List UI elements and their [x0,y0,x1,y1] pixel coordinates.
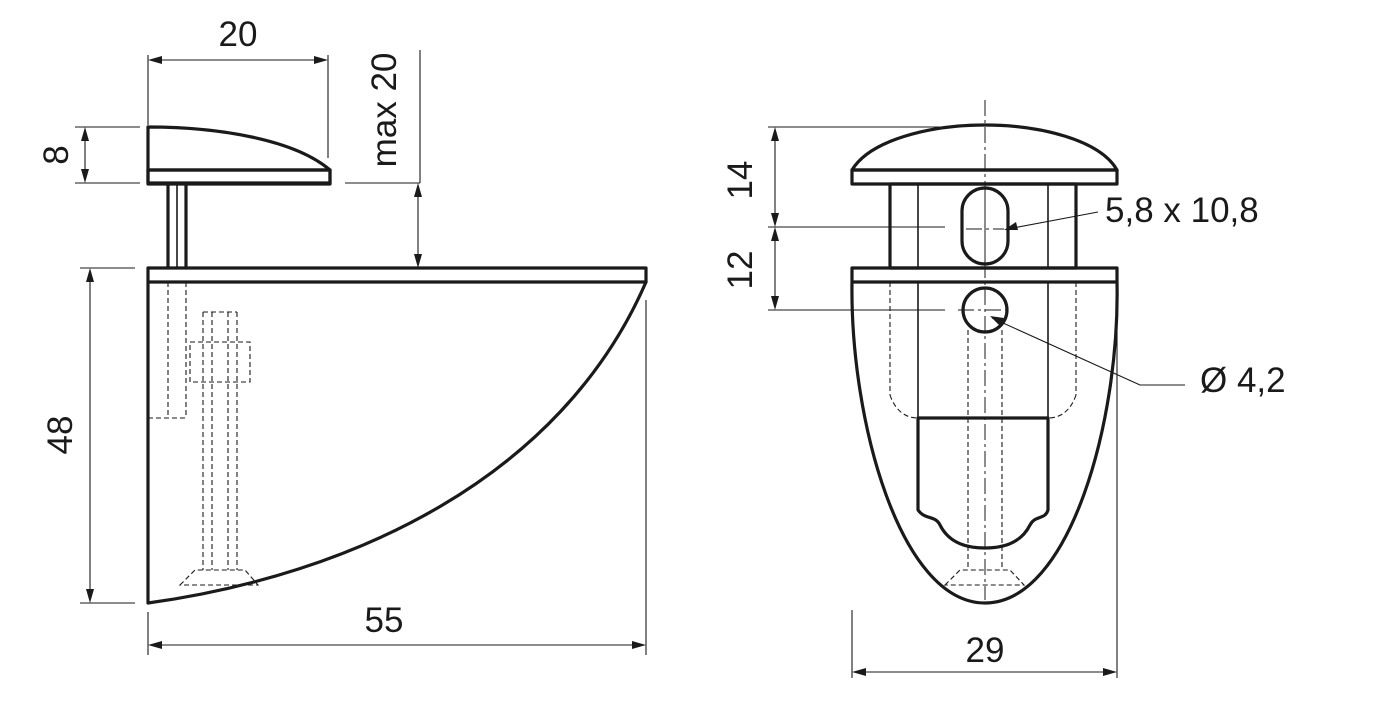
side-view: 20 8 max 20 48 55 [37,15,648,655]
dim-front-width: 29 [966,631,1005,670]
dim-max-gap: max 20 [365,53,404,168]
dim-slot-size: 5,8 x 10,8 [1105,191,1259,230]
side-body [146,280,648,605]
front-slot [960,186,1010,266]
dim-front-lower: 12 [721,251,760,290]
dim-hole-diameter: Ø 4,2 [1200,361,1286,400]
side-top-plate [146,168,332,186]
dim-front-upper: 14 [721,161,760,200]
dim-top-width: 20 [219,15,258,54]
side-lower-plate [146,266,648,284]
dim-body-height: 48 [41,416,80,455]
dim-cap-height: 8 [37,145,76,164]
front-dome-cap [850,123,1119,172]
side-top-cap [146,125,332,185]
side-hidden-lines [148,282,260,586]
front-view: 14 12 5,8 x 10,8 Ø 4,2 29 [721,100,1286,678]
dim-total-depth: 55 [365,601,404,640]
front-body [850,280,1119,605]
front-hidden-lines [889,282,1077,586]
